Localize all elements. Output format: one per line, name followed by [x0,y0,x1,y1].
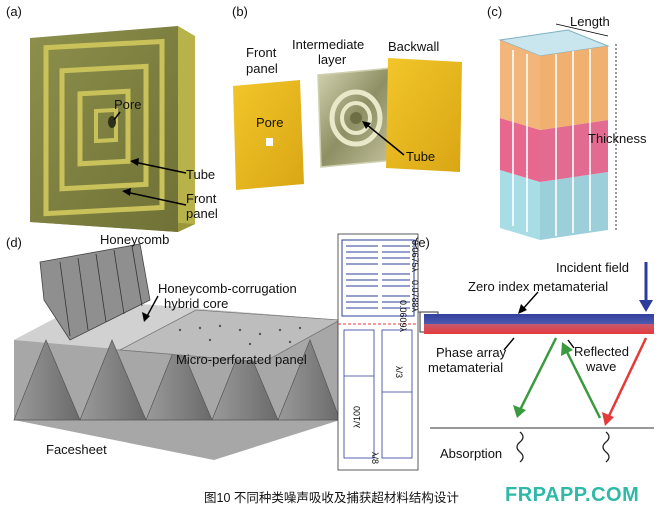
wave-1 [516,431,524,463]
front-panel-label-a-2: panel [186,206,218,221]
labyrinth-pattern [341,239,415,317]
block-right-pink [540,120,608,182]
front-panel-arrow-a [125,191,187,206]
front-panel-label-b-1: Front [246,45,277,60]
front-panel-pore [266,138,273,146]
intermediate-spiral-1 [329,89,383,147]
panel-a-side [178,26,195,232]
panel-b-tag: (b) [232,4,248,19]
phase-array-label-1: Phase array [436,345,507,360]
green-arrowhead-1 [513,405,526,418]
dim-top-label: 0.0675λ [410,240,420,273]
panel-e [337,233,654,471]
front-panel-label-a-1: Front [186,191,217,206]
lower-cavities [343,329,413,459]
tube-arrowhead-a [130,158,139,166]
honeycomb-label: Honeycomb [100,232,170,247]
backwall-plate [386,58,462,172]
tube-arrow-a [133,161,187,174]
panel-c-tag: (c) [487,4,503,19]
absorption-label: Absorption [440,446,503,461]
zero-index-arrow [521,291,539,311]
panel-a [30,26,195,232]
block-right-cyan [540,172,608,240]
intermediate-label-1: Intermediate [292,37,365,52]
panel-c [498,23,617,240]
core-arrow [145,295,159,319]
incident-field-label: Incident field [556,260,629,275]
bar-overlay [424,314,654,334]
micro-perforated-label: Micro-perforated panel [176,352,307,367]
backwall-label: Backwall [388,39,440,54]
panel-a-tag: (a) [6,4,22,19]
block-right-orange [540,46,608,130]
length-label: Length [570,14,610,29]
panel-a-ring-4 [94,107,118,144]
panel-e-tag: (e) [414,235,430,250]
unit-cell-frame [337,233,419,471]
panel-b [233,58,462,190]
reflected-arrow [567,339,575,349]
tube-label-b: Tube [406,149,436,164]
watermark: FRPAPP.COM [505,484,640,506]
dim-lambda3-label: λ/3 [394,366,404,379]
zero-index-label: Zero index metamaterial [468,279,609,294]
honeycomb-cells [59,245,143,337]
green-arrow-2 [564,349,602,419]
corrugation-core [13,339,341,421]
phase-array-label-2: metamaterial [428,360,504,375]
red-arrowhead [602,412,614,426]
zero-index-arrowhead [518,304,527,314]
red-arrow [606,337,648,419]
tube-label-a: Tube [186,167,216,182]
front-panel-plate [233,80,304,190]
tube-arrow-b [365,123,405,156]
block-front-orange [500,40,540,130]
pore-arrow-a [113,111,121,121]
dim-left-label: 0.0609λ [398,300,408,333]
intermediate-label-2: layer [318,52,347,67]
pore-label-a: Pore [114,97,142,112]
tube-arrowhead-b [362,121,371,129]
phase-array-arrow [503,337,515,351]
length-dim [555,23,609,37]
figure-caption: 图10 不同种类噪声吸收及捕获超材料结构设计 [204,491,459,505]
dim-lambda100-label: λ/100 [352,405,362,428]
green-arrow-1 [518,337,558,411]
dim-lambda8-label: λ/8 [370,452,380,465]
green-arrowhead-2 [561,342,573,356]
reflected-label-2: wave [586,359,617,374]
block-front-pink [500,118,540,182]
core-label-2: hybrid core [164,296,229,311]
perforation-dots [178,324,302,346]
intermediate-spiral-3 [350,112,362,124]
panel-a-face [30,26,178,232]
incident-arrowhead [639,300,653,312]
block-slits [512,49,591,236]
dim-mid-label: 0.0788λ [410,280,420,313]
reflected-label-1: Reflected [574,344,629,359]
intermediate-spiral-2 [340,101,372,135]
front-panel-label-b-2: panel [246,61,278,76]
panel-a-ring-2 [59,63,149,192]
panel-d-tag: (d) [6,235,22,250]
block-front-cyan [500,170,540,240]
core-arrowhead [142,312,150,322]
panel-a-ring-1 [43,38,165,217]
pore-label-b: Pore [256,115,284,130]
panel-a-ring-3 [77,88,131,167]
front-panel-arrowhead-a [122,188,131,196]
facesheet-label: Facesheet [46,442,107,457]
core-label-1: Honeycomb-corrugation [158,281,297,296]
panel-d [13,243,342,460]
wave-2 [602,431,610,463]
thickness-label: Thickness [588,131,647,146]
